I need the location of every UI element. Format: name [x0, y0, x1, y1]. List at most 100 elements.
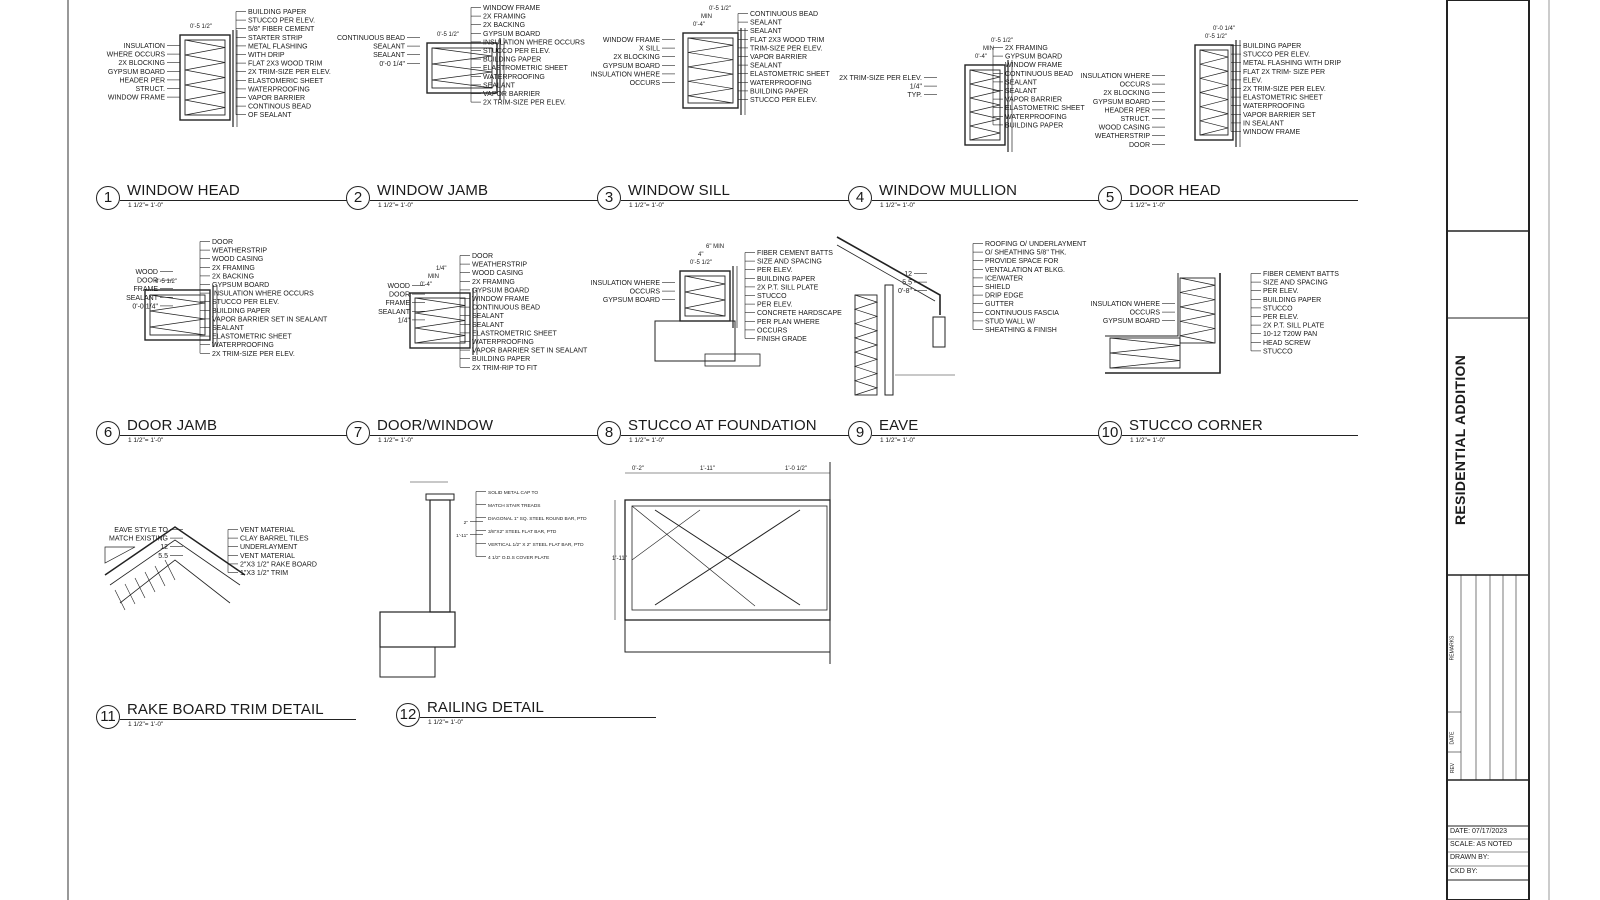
note-right: 2X FRAMING — [212, 265, 255, 272]
dimension-label: 0'-5 1/2" — [190, 24, 212, 30]
detail-scale: 1 1/2"= 1'-0" — [378, 437, 414, 444]
note-right: STUCCO PER ELEV. — [1243, 52, 1310, 59]
detail-scale: 1 1/2"= 1'-0" — [128, 437, 164, 444]
dimension-label: 1'-0 1/2" — [785, 466, 807, 472]
title-block-date: DATE: 07/17/2023 — [1450, 828, 1508, 835]
note-right: 10-12 T20W PAN — [1263, 331, 1317, 338]
note-right: WINDOW FRAME — [483, 5, 540, 12]
note-right: 2X P.T. SILL PLATE — [757, 284, 819, 291]
note-right: PER ELEV. — [1263, 314, 1299, 321]
detail-scale: 1 1/2"= 1'-0" — [880, 437, 916, 444]
detail-drawing-8 — [654, 266, 761, 367]
note-left: DOOR — [1129, 142, 1150, 149]
note-right: STARTER STRIP — [248, 35, 303, 42]
detail-title-underline — [120, 435, 356, 436]
project-title: RESIDENTIAL ADDITION — [1452, 354, 1468, 525]
dimension-label: 1'-11" — [612, 556, 627, 562]
note-right: ELASTROMETRIC SHEET — [483, 65, 569, 72]
note-right: FINISH GRADE — [757, 336, 807, 343]
detail-number: 9 — [848, 421, 872, 445]
detail-drawing-2 — [426, 38, 505, 100]
note-right: PER ELEV. — [1263, 288, 1299, 295]
note-right: 5/8" FIBER CEMENT — [248, 26, 315, 33]
detail-drawing-5 — [1194, 40, 1241, 147]
note-right: 3/8"X2" STEEL FLAT BAR, PTD — [488, 529, 557, 535]
note-right: GYPSUM BOARD — [212, 282, 269, 289]
note-left: WHERE OCCURS — [107, 52, 166, 59]
note-right: HEAD SCREW — [1263, 340, 1311, 347]
note-right: 2X FRAMING — [483, 14, 526, 21]
note-right: VAPOR BARRIER SET IN SEALANT — [472, 348, 588, 355]
detail-name: WINDOW SILL — [628, 182, 730, 199]
note-right: 2X FRAMING — [1005, 45, 1048, 52]
note-right: PER ELEV. — [757, 302, 793, 309]
detail-scale: 1 1/2"= 1'-0" — [428, 719, 464, 726]
detail-number: 4 — [848, 186, 872, 210]
dimension-label: 0'-4" — [420, 282, 432, 288]
dimension-label: MIN — [428, 274, 439, 280]
note-right: 1"X3 1/2" TRIM — [240, 570, 288, 577]
note-right: BUILDING PAPER — [212, 308, 270, 315]
detail-scale: 1 1/2"= 1'-0" — [378, 202, 414, 209]
note-left: EAVE STYLE TO — [114, 527, 168, 534]
detail-number: 8 — [597, 421, 621, 445]
detail-scale: 1 1/2"= 1'-0" — [1130, 202, 1166, 209]
dimension-label: 0'-2" — [632, 466, 644, 472]
note-right: FIBER CEMENT BATTS — [1263, 271, 1339, 278]
note-right: CONTINUOUS BEAD — [1005, 71, 1073, 78]
note-left: 5.5 — [158, 553, 168, 560]
note-right: STUCCO — [1263, 348, 1293, 355]
note-right: 2X BACKING — [212, 273, 254, 280]
note-right: SHIELD — [985, 284, 1010, 291]
rev-header-remarks: REMARKS — [1449, 635, 1456, 661]
note-left: 1/4" — [910, 84, 923, 91]
detail-scale: 1 1/2"= 1'-0" — [629, 202, 665, 209]
note-left: GYPSUM BOARD — [603, 63, 660, 70]
note-left: 1'-11" — [456, 533, 468, 539]
detail-drawing-11 — [104, 526, 246, 611]
detail-name: WINDOW MULLION — [879, 182, 1018, 199]
detail-title-underline — [621, 435, 857, 436]
detail-name: DOOR HEAD — [1129, 182, 1221, 199]
note-right: SIZE AND SPACING — [757, 259, 822, 266]
detail-title-underline — [420, 717, 656, 718]
rev-header-rev: REV — [1450, 762, 1457, 774]
note-right: ELASTROMETRIC SHEET — [472, 330, 558, 337]
note-right: STUCCO — [1263, 305, 1293, 312]
detail-drawing-4 — [964, 60, 1013, 152]
dimension-label: 0'-0 1/4" — [1213, 26, 1235, 32]
note-left: INSULATION WHERE — [591, 280, 661, 287]
note-right: WITH DRIP — [248, 52, 285, 59]
dimension-label: 0'-5 1/2" — [991, 38, 1013, 44]
note-right: ELASTOMERIC SHEET — [248, 78, 324, 85]
note-right: GUTTER — [985, 301, 1014, 308]
detail-title-underline — [1122, 200, 1358, 201]
note-right: GYPSUM BOARD — [472, 287, 529, 294]
note-right: OCCURS — [757, 327, 788, 334]
note-right: FLAT 2X3 WOOD TRIM — [248, 61, 322, 68]
note-right: WATERPROOFING — [483, 74, 545, 81]
note-right: WATERPROOFING — [248, 86, 310, 93]
title-block-scale: SCALE: AS NOTED — [1450, 841, 1513, 848]
note-right: BUILDING PAPER — [1243, 43, 1301, 50]
note-right: VAPOR BARRIER — [750, 54, 807, 61]
note-left: 5.5 — [902, 280, 912, 287]
note-left: 12 — [160, 544, 168, 551]
note-right: WEATHERSTRIP — [472, 262, 527, 269]
note-left: FRAME — [386, 300, 411, 307]
detail-number: 2 — [346, 186, 370, 210]
detail-name: DOOR JAMB — [127, 417, 218, 434]
note-right: SEALANT — [750, 20, 783, 27]
note-right: VENTALATION AT BLKG. — [985, 267, 1065, 274]
note-right: PER PLAN WHERE — [757, 319, 820, 326]
note-right: SEALANT — [750, 28, 783, 35]
note-right: CLAY BARREL TILES — [240, 536, 309, 543]
detail-name: STUCCO AT FOUNDATION — [628, 417, 817, 434]
note-right: SEALANT — [1005, 79, 1038, 86]
note-left: DOOR — [389, 292, 410, 299]
